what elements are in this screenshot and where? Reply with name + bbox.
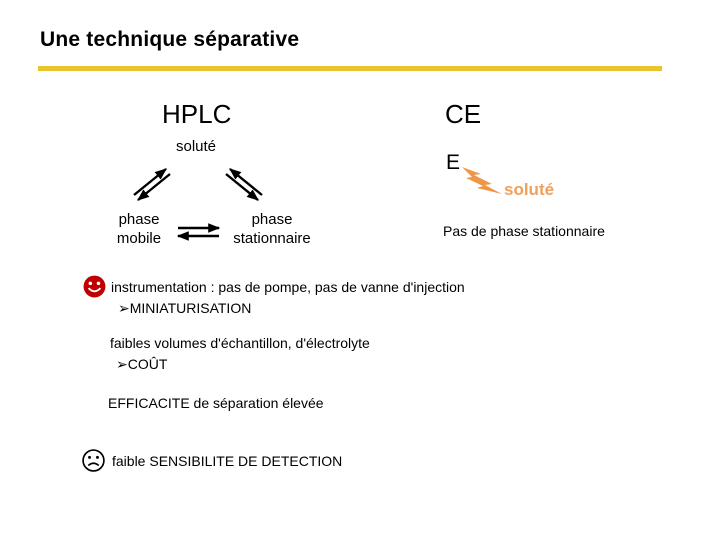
accent-divider-line <box>38 66 662 71</box>
advantage-efficiency: EFFICACITE de séparation élevée <box>108 395 324 411</box>
ce-solute-label: soluté <box>504 180 555 199</box>
arrow-bullet-icon: ➢ <box>116 356 128 372</box>
arrow-bullet-icon: ➢ <box>118 300 130 316</box>
electric-field-label: E <box>446 151 461 174</box>
ce-heading: CE <box>445 99 482 129</box>
page-title: Une technique séparative <box>40 28 300 51</box>
lightning-bolt-icon <box>462 167 502 194</box>
phase-stationnaire-label: phase stationnaire <box>233 211 311 247</box>
hplc-solute-label: soluté <box>176 138 217 155</box>
advantage-volumes: faibles volumes d'échantillon, d'électro… <box>110 335 370 351</box>
no-stationary-phase-label: Pas de phase stationnaire <box>443 223 605 239</box>
hplc-heading: HPLC <box>162 99 232 129</box>
advantage-miniaturisation-label: MINIATURISATION <box>129 300 252 316</box>
happy-face-icon <box>83 275 106 298</box>
advantage-cost-label: COÛT <box>127 356 168 372</box>
phase-mobile-label: phase mobile <box>116 211 162 247</box>
advantage-miniaturisation: ➢MINIATURISATION <box>118 300 251 317</box>
advantage-instrumentation: instrumentation : pas de pompe, pas de v… <box>111 279 465 295</box>
drawback-sensitivity: faible SENSIBILITE DE DETECTION <box>112 453 343 469</box>
sad-face-icon <box>82 449 105 472</box>
advantage-cost: ➢COÛT <box>116 356 167 373</box>
